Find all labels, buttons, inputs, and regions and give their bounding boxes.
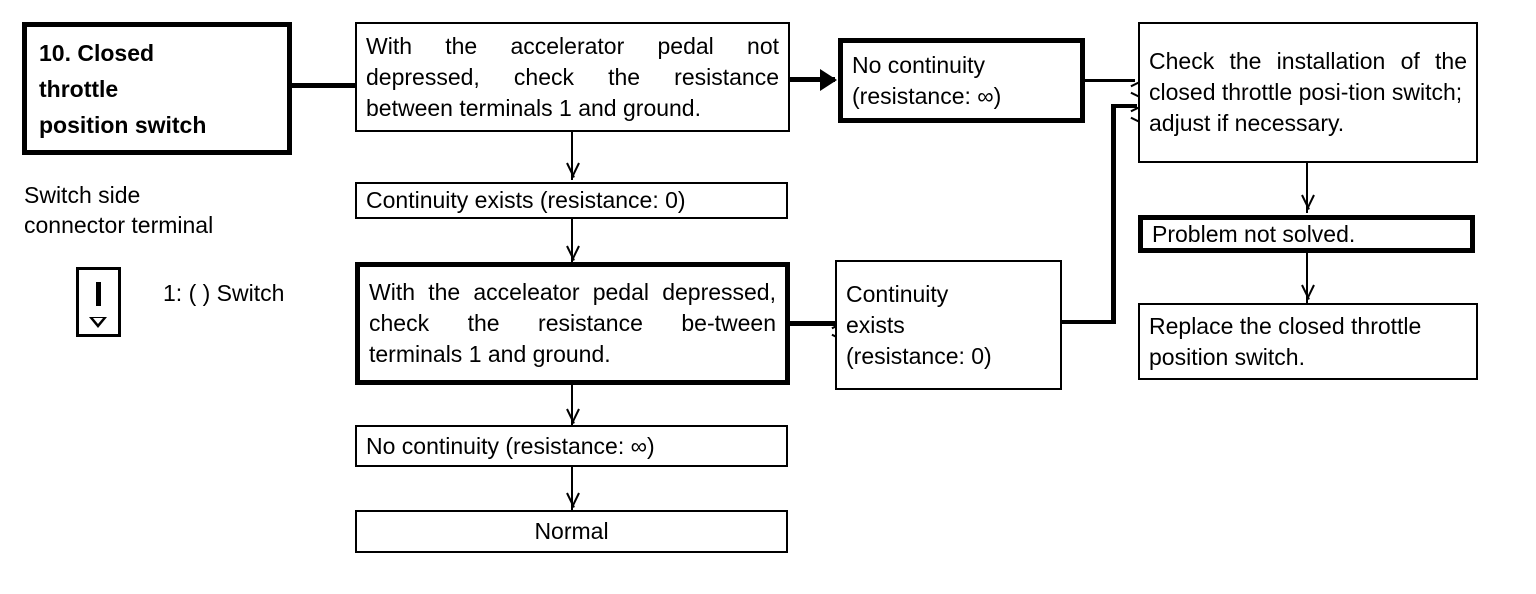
link-pass-to-test2: [571, 219, 573, 264]
link-test2fail-right: [1060, 320, 1115, 324]
link-test2-to-fail: [788, 321, 836, 326]
normal-text: Normal: [534, 518, 609, 544]
test1-text: With the accelerator pedal not depressed…: [366, 32, 779, 121]
node-action-replace: Replace the closed throttle position swi…: [1138, 303, 1478, 380]
node-test1: With the accelerator pedal not depressed…: [355, 22, 790, 132]
link-pass-to-normal: [571, 467, 573, 512]
node-normal: Normal: [355, 510, 788, 553]
arrowhead-test1-to-fail: [820, 69, 837, 91]
side-note-label: Switch side connector terminal: [24, 182, 214, 238]
connector-terminal-arrow-inner: [93, 318, 103, 324]
link-fail-to-check: [1083, 79, 1135, 82]
link-test1-to-fail: [790, 77, 835, 82]
terminal-legend: 1: ( ) Switch: [163, 280, 285, 306]
link-unsolved-to-replace: [1306, 253, 1308, 303]
test2-text: With the acceleator pedal depressed, che…: [369, 279, 776, 367]
node-test2-pass: No continuity (resistance: ∞): [355, 425, 788, 467]
test1-fail-text: No continuity (resistance: ∞): [852, 51, 1002, 109]
link-test2fail-into-check: [1111, 104, 1137, 108]
connector-terminal-pin: [96, 282, 101, 306]
node-test1-fail: No continuity (resistance: ∞): [838, 38, 1085, 123]
node-test1-pass: Continuity exists (resistance: 0): [355, 182, 788, 219]
node-action-unsolved: Problem not solved.: [1138, 215, 1475, 253]
link-test1-to-pass: [571, 132, 573, 180]
node-title-closed-throttle-position-switch: 10. Closed throttle position switch: [22, 22, 292, 155]
node-test2-fail: Continuity exists (resistance: 0): [835, 260, 1062, 390]
action-replace-text: Replace the closed throttle position swi…: [1149, 312, 1422, 370]
title-text: 10. Closed throttle position switch: [39, 39, 207, 138]
node-action-check: Check the installation of the closed thr…: [1138, 22, 1478, 163]
action-unsolved-text: Problem not solved.: [1152, 220, 1356, 247]
link-check-to-unsolved: [1306, 163, 1308, 213]
test2-pass-text: No continuity (resistance: ∞): [366, 432, 655, 459]
link-title-to-test1: [290, 83, 358, 88]
node-test2: With the acceleator pedal depressed, che…: [355, 262, 790, 385]
link-test2-to-pass: [571, 385, 573, 427]
test1-pass-text: Continuity exists (resistance: 0): [366, 187, 686, 213]
action-check-text: Check the installation of the closed thr…: [1149, 48, 1467, 136]
link-test2fail-up: [1111, 104, 1116, 324]
test2-fail-text: Continuity exists (resistance: 0): [846, 280, 992, 369]
